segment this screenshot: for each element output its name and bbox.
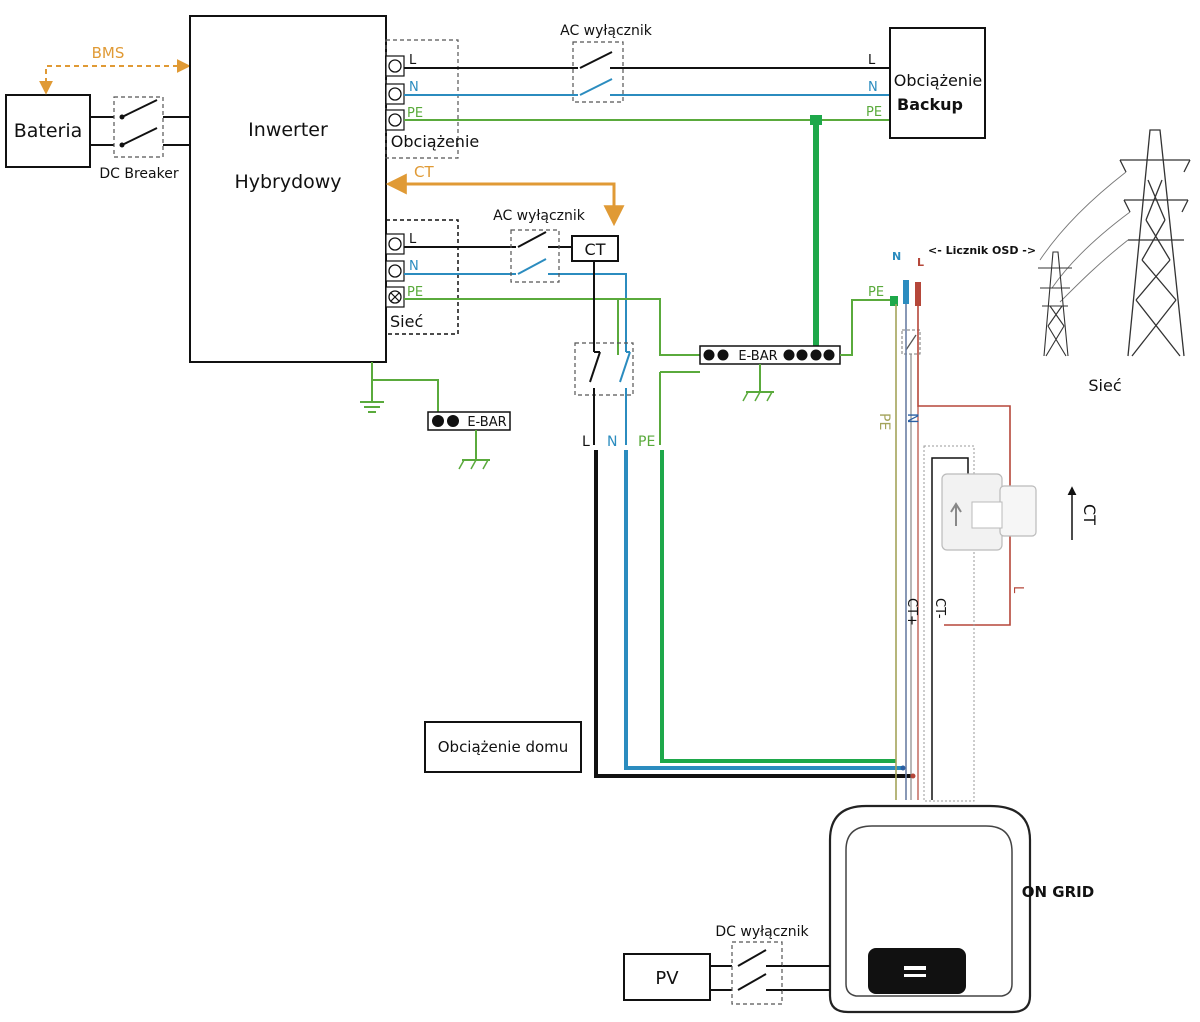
meter-pe-label: PE	[868, 285, 884, 300]
ct-feedback-arrow	[385, 173, 625, 227]
vertical-l-label: L	[1010, 586, 1025, 594]
grid-terminal-label: Sieć	[390, 312, 423, 331]
house-l-run	[594, 450, 912, 778]
inverter-line2: Hybrydowy	[234, 171, 341, 193]
hybrid-inverter: Inwerter Hybrydowy	[189, 15, 387, 363]
house-pe-run	[660, 450, 896, 763]
right-l-wire	[917, 306, 1011, 626]
load-l-label: L	[409, 53, 417, 68]
ebar-main-label: E-BAR	[738, 349, 777, 364]
battery-block: Bateria	[5, 94, 91, 168]
house-pe-label: PE	[638, 434, 655, 450]
backup-load-line1: Obciążenie	[894, 71, 982, 90]
vertical-ct-minus-label: CT-	[932, 598, 947, 619]
ct-box-label: CT	[585, 240, 606, 259]
pv-block: PV	[623, 953, 711, 1001]
on-grid-inverter-icon	[828, 804, 1032, 1014]
ebar-small: E-BAR	[427, 411, 511, 470]
grid-terminal: L N PE Sieć	[385, 219, 459, 335]
ct-feedback-label: CT	[414, 163, 434, 181]
wire-grid-n-b	[548, 273, 627, 352]
meter-n-label: N	[892, 250, 901, 263]
transmission-tower-large-icon	[1039, 129, 1191, 357]
ct-direction-label: CT	[1080, 504, 1099, 525]
bms-label: BMS	[92, 44, 125, 62]
house-n-run	[624, 450, 904, 770]
load-n-label: N	[409, 80, 419, 95]
ac-switch-mid-label: AC wyłącznik	[493, 208, 586, 224]
inverter-line1: Inwerter	[248, 119, 328, 141]
house-load-label: Obciążenie domu	[438, 738, 569, 756]
pv-label: PV	[655, 968, 679, 989]
backup-n-label: N	[868, 80, 878, 95]
backup-load: Obciążenie Backup	[889, 27, 986, 139]
grid-label: Sieć	[1088, 376, 1121, 395]
meter-l-label: L	[917, 256, 924, 269]
dc-switch	[731, 941, 783, 1005]
ct-dashed-loop	[923, 445, 975, 802]
load-terminal: L N PE Obciążenie	[385, 39, 479, 159]
wire-grid-pe	[404, 298, 700, 356]
dc-breaker-label: DC Breaker	[99, 166, 178, 182]
battery-label: Bateria	[14, 120, 83, 142]
backup-l-label: L	[868, 53, 876, 68]
vertical-pe-label: PE	[876, 413, 892, 430]
ac-switch-top-label: AC wyłącznik	[560, 23, 653, 39]
vertical-ct-plus-label: CT+	[904, 598, 919, 626]
ct-clamp-icon	[941, 473, 1037, 551]
grid-n-label: N	[409, 259, 419, 274]
ac-switch-top	[572, 41, 624, 103]
grid-pe-label: PE	[407, 285, 423, 300]
backup-pe-label: PE	[866, 105, 882, 120]
load-pe-label: PE	[407, 106, 423, 121]
meter-n-wire	[903, 280, 909, 304]
house-load: Obciążenie domu	[424, 721, 582, 773]
dc-breaker-switch	[113, 96, 164, 158]
vertical-n-label: N	[904, 413, 920, 423]
ebar-main: E-BAR	[699, 345, 841, 402]
ebar-small-label: E-BAR	[467, 415, 506, 430]
meter-label: <- Licznik OSD ->	[928, 244, 1036, 257]
house-l-label: L	[582, 434, 590, 450]
meter-l-wire	[915, 282, 921, 306]
house-breaker	[574, 342, 634, 445]
grid-l-label: L	[409, 232, 417, 247]
backup-load-line2: Backup	[897, 95, 963, 114]
load-terminal-label: Obciążenie	[391, 132, 479, 151]
ct-box: CT	[571, 235, 619, 262]
on-grid-label: ON GRID	[1022, 883, 1094, 901]
ac-switch-mid	[510, 229, 560, 283]
transmission-tower-small-icon	[1038, 251, 1072, 357]
inverter-ground	[360, 362, 439, 413]
bms-arrow	[39, 59, 191, 95]
house-n-label: N	[607, 434, 617, 450]
dc-switch-label: DC wyłącznik	[715, 924, 809, 940]
